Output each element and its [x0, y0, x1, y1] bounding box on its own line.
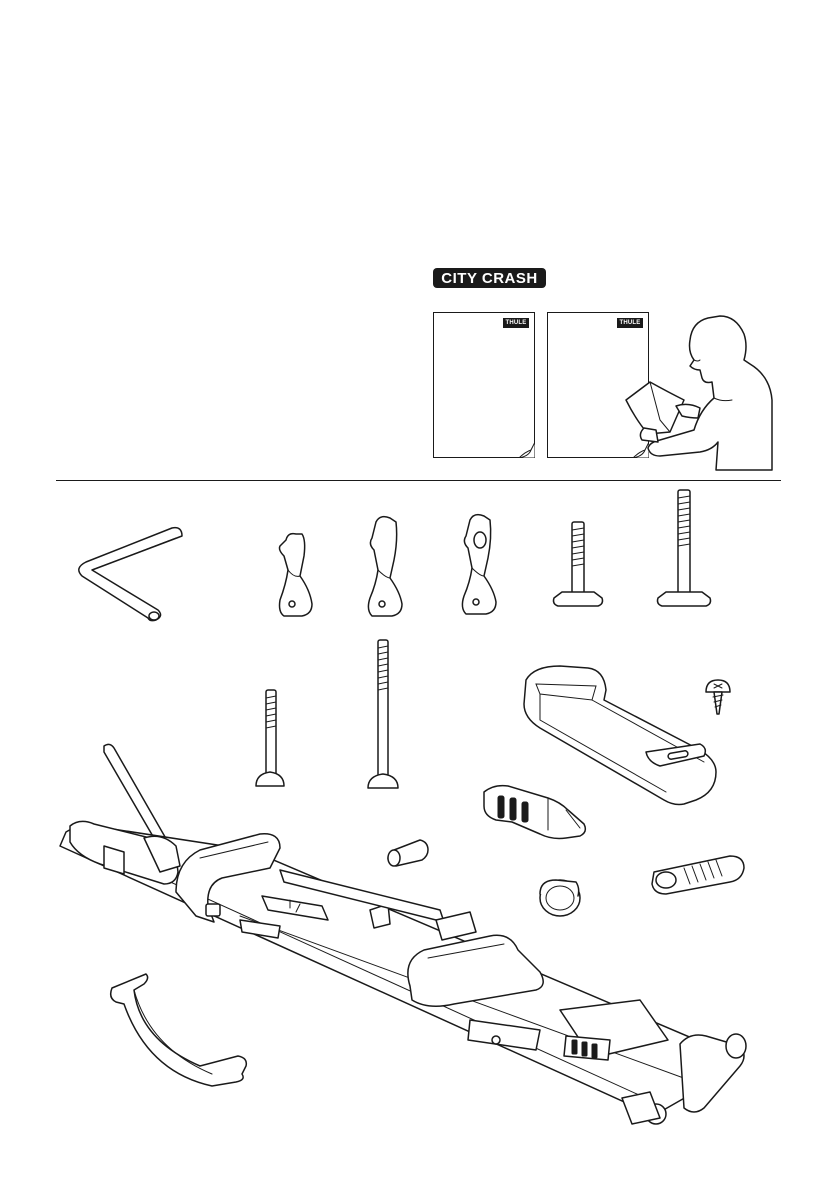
rubber-strap — [652, 856, 744, 894]
t-bolt-long — [658, 490, 711, 606]
curved-strap — [111, 974, 247, 1086]
hex-key-icon — [79, 528, 182, 621]
cylinder-spacer — [388, 840, 428, 866]
end-cap — [540, 880, 580, 916]
person-reading-manual-icon — [626, 316, 772, 470]
adapter-medium — [368, 517, 402, 616]
adapter-large — [462, 515, 496, 614]
wheel-tray-end — [524, 666, 716, 805]
bike-carrier-icon — [60, 744, 746, 1124]
screw-icon — [706, 680, 730, 714]
adapter-small — [280, 534, 313, 616]
round-t-bolt-short — [256, 690, 284, 786]
strap-clamp — [484, 786, 585, 839]
t-bolt-short — [554, 522, 603, 606]
round-t-bolt-long — [368, 640, 398, 788]
